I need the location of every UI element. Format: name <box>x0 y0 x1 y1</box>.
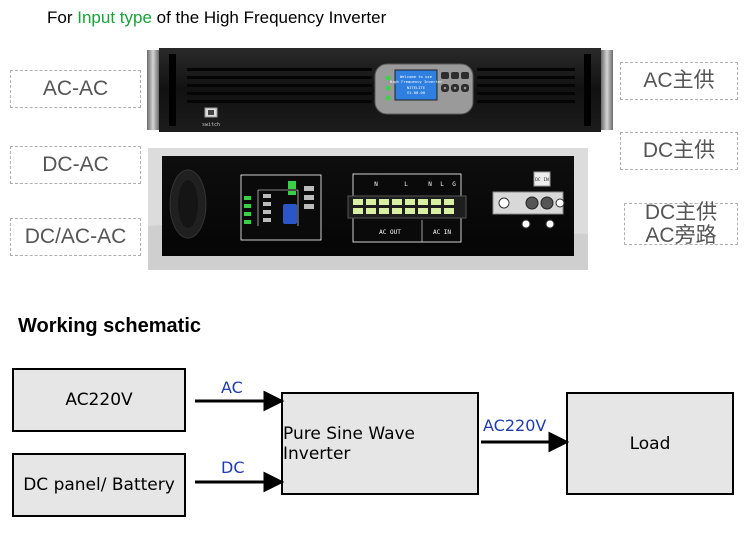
input-type-dc-ac-text: DC-AC <box>42 153 109 177</box>
load-text: Load <box>629 433 671 454</box>
supply-dc-main-ac-bypass: DC主供 AC旁路 <box>624 200 738 247</box>
lcd-line-4: V1.00.00 <box>407 90 426 95</box>
arrow-label-dc: DC <box>221 458 245 477</box>
load-box: Load <box>566 392 734 495</box>
dc-battery-source-box: DC panel/ Battery <box>12 453 186 517</box>
switch-label: switch <box>202 122 220 128</box>
header-highlight: Input type <box>77 8 152 27</box>
input-type-ac-ac: AC-AC <box>10 70 141 108</box>
front-panel-image: Welcome to use High Frequency Inverter N… <box>147 48 613 132</box>
out-arrow-head <box>548 431 570 453</box>
dc-battery-source-text: DC panel/ Battery <box>23 475 175 495</box>
lcd-line-3: NITELITE <box>407 85 426 90</box>
lcd-line-1: Welcome to use <box>400 74 433 79</box>
terminal-g: G <box>452 181 456 188</box>
input-type-dc-ac-ac: DC/AC-AC <box>10 218 141 256</box>
input-type-dc-ac-ac-text: DC/AC-AC <box>24 225 127 249</box>
inverter-box: Pure Sine Wave Inverter <box>281 392 479 495</box>
terminal-n-in: N <box>428 181 432 188</box>
arrow-label-ac220v: AC220V <box>483 416 547 435</box>
supply-dc-main-line: DC主供 <box>644 200 718 224</box>
ac-out-label: AC OUT <box>379 229 401 236</box>
supply-ac-main-text: AC主供 <box>643 69 715 93</box>
ac-arrow-head <box>263 390 285 412</box>
rack-ear-right <box>601 50 613 130</box>
schematic-title: Working schematic <box>18 315 202 337</box>
ac220v-source-box: AC220V <box>12 368 186 432</box>
supply-ac-bypass-line: AC旁路 <box>645 224 717 247</box>
input-type-dc-ac: DC-AC <box>10 146 141 184</box>
supply-dc-main: DC主供 <box>620 132 738 170</box>
inverter-text: Pure Sine Wave Inverter <box>283 423 416 464</box>
header-suffix: of the High Frequency Inverter <box>151 8 387 27</box>
rear-panel-image: N L N L G AC OUT AC IN DC IN <box>148 148 588 270</box>
lcd-line-2: High Frequency Inverter <box>390 79 443 84</box>
header-prefix: For <box>47 8 78 27</box>
rack-ear-left <box>147 50 159 130</box>
dc-in-label: DC IN <box>535 177 549 183</box>
dc-arrow-head <box>263 471 285 493</box>
ac220v-source-text: AC220V <box>65 390 133 410</box>
terminal-n-out: N <box>374 181 378 188</box>
arrow-label-ac: AC <box>221 378 243 397</box>
input-type-ac-ac-text: AC-AC <box>42 77 109 101</box>
lcd-screen <box>394 69 438 101</box>
header-title: For Input type of the High Frequency Inv… <box>47 8 386 28</box>
ac-in-label: AC IN <box>433 229 451 236</box>
terminal-l-in: L <box>440 181 444 188</box>
supply-ac-main: AC主供 <box>620 62 738 100</box>
supply-dc-main-text: DC主供 <box>642 139 716 163</box>
db9-port <box>283 204 297 224</box>
terminal-l-out: L <box>404 181 408 188</box>
